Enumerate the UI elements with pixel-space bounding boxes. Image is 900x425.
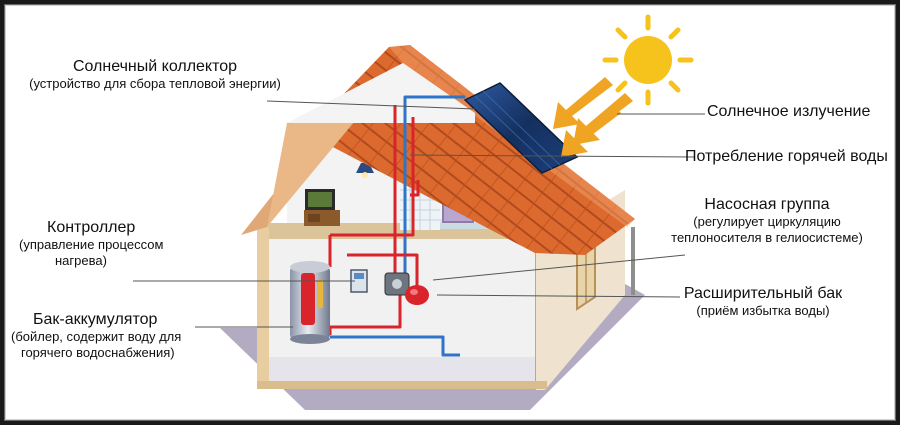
- expansion-tank-subtitle: (приём избытка воды): [696, 303, 830, 319]
- expansion-tank-title: Расширительный бак: [683, 285, 843, 302]
- expansion-tank-unit: [405, 285, 429, 305]
- pump-group-subtitle-1: (регулирует циркуляцию: [693, 214, 841, 230]
- storage-tank: [290, 261, 330, 344]
- front-wall-edge: [257, 227, 269, 387]
- diagram-frame: Солнечный коллектор (устройство для сбор…: [4, 4, 896, 421]
- pipe-collector-cold: [403, 95, 465, 275]
- leader-lines: [133, 100, 705, 328]
- solar-panel: [463, 82, 579, 174]
- collector-title: Солнечный коллектор: [72, 58, 238, 75]
- radiation-arrows: [553, 77, 633, 157]
- solar-radiation-label: Солнечное излучение: [707, 102, 870, 121]
- sun: [602, 14, 694, 106]
- collector-label: Солнечный коллектор (устройство для сбор…: [5, 57, 305, 92]
- house-illustration: [133, 14, 705, 410]
- tank-title: Бак-аккумулятор: [33, 311, 158, 328]
- expansion-tank-label: Расширительный бак (приём избытка воды): [673, 284, 853, 319]
- tank-subtitle-2: горячего водоснабжения): [21, 344, 175, 360]
- tank-subtitle-1: (бойлер, содержит воду для: [11, 329, 182, 345]
- hot-water-title: Потребление горячей воды: [685, 148, 888, 165]
- tank-label: Бак-аккумулятор (бойлер, содержит воду д…: [11, 310, 181, 360]
- controller-subtitle-1: (управление процессом: [19, 237, 164, 253]
- collector-subtitle: (устройство для сбора тепловой энергии): [29, 76, 281, 92]
- pump-group-label: Насосная группа (регулирует циркуляцию т…: [657, 195, 877, 245]
- pump-group: [384, 272, 410, 296]
- controller-subtitle-2: нагрева): [55, 252, 107, 268]
- solar-radiation-title: Солнечное излучение: [707, 103, 871, 120]
- controller-label: Контроллер (управление процессом нагрева…: [19, 218, 163, 268]
- controller-title: Контроллер: [47, 219, 136, 236]
- hot-water-label: Потребление горячей воды: [685, 147, 888, 166]
- pump-group-subtitle-2: теплоносителя в гелиосистеме): [671, 229, 863, 245]
- pump-group-title: Насосная группа: [704, 196, 830, 213]
